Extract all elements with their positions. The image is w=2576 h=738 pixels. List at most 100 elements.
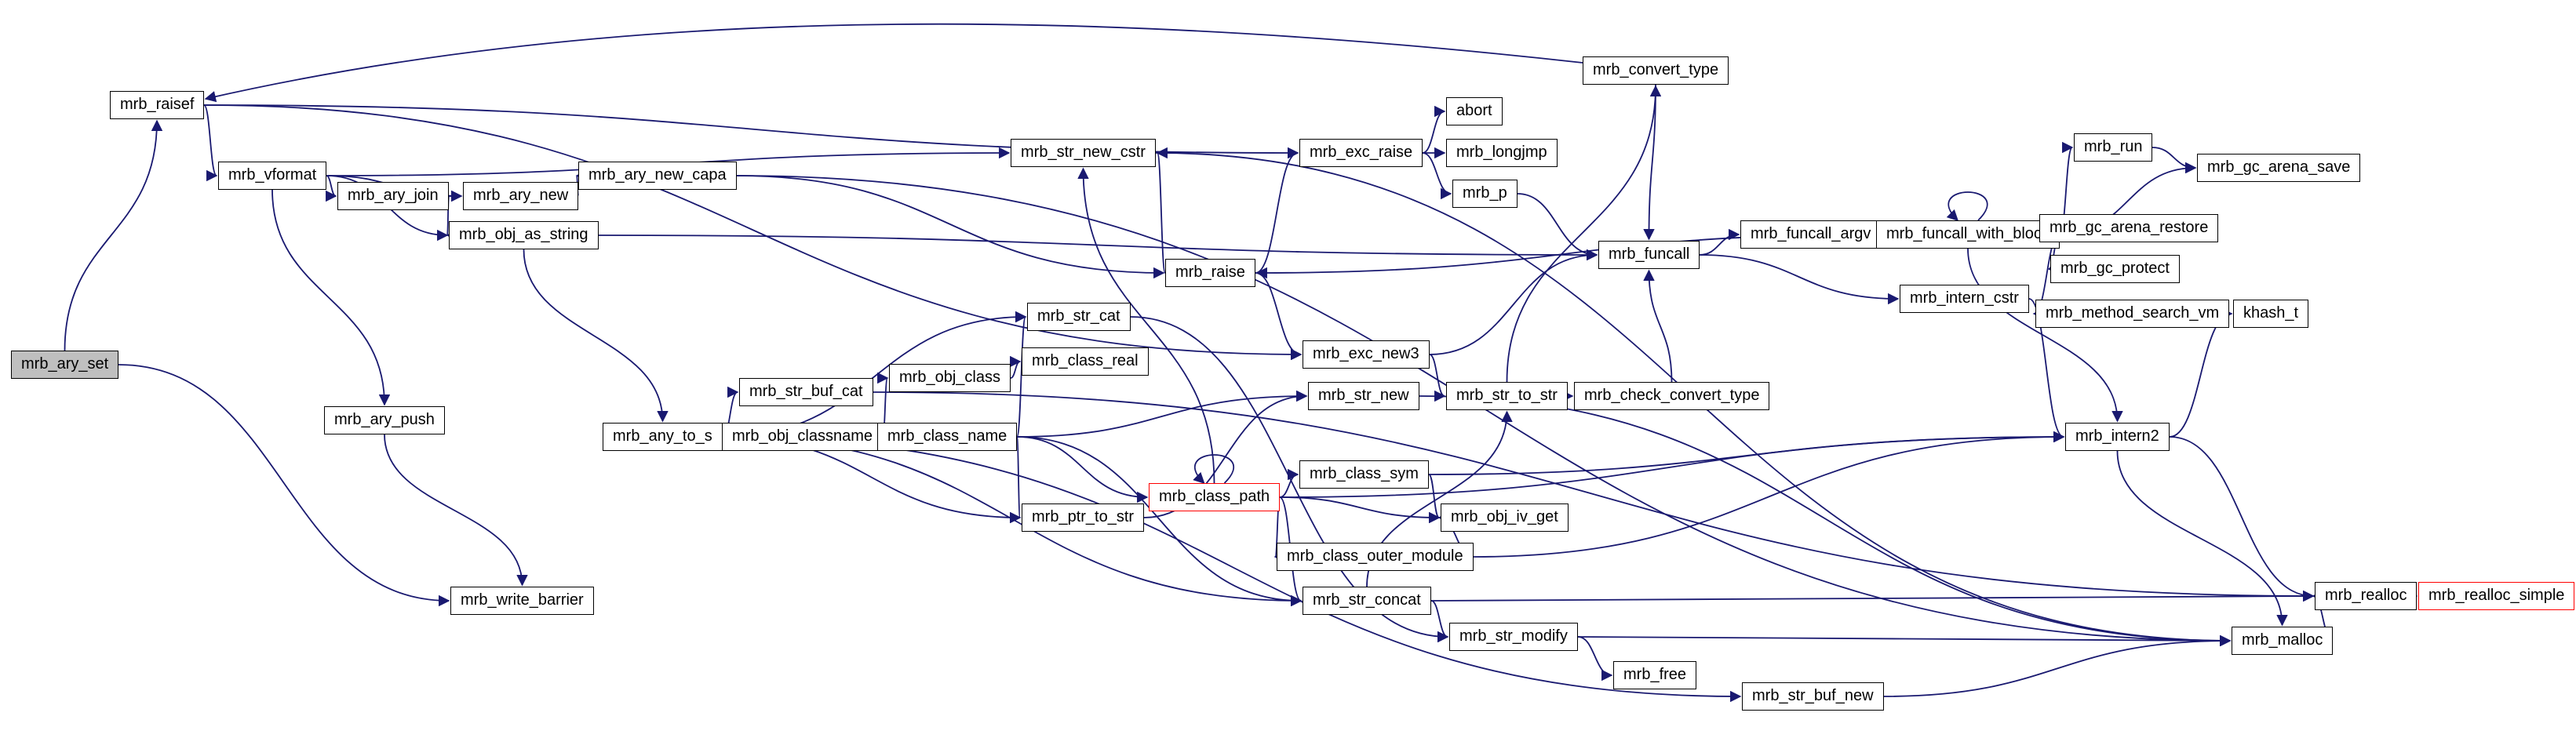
- edge-mrb_funcall-to-mrb_intern_cstr: [1699, 254, 1900, 305]
- edge-mrb_ary_set-to-mrb_write_barrier: [118, 364, 450, 607]
- node-mrb_ary_new_capa[interactable]: mrb_ary_new_capa: [578, 162, 737, 190]
- edge-mrb_ary_new_capa-to-mrb_raise: [736, 175, 1165, 279]
- edge-mrb_class_sym-to-mrb_intern2: [1428, 431, 2065, 475]
- node-mrb_realloc_simple[interactable]: mrb_realloc_simple: [2418, 582, 2575, 610]
- edge-mrb_convert_type-to-mrb_raisef: [204, 23, 1583, 103]
- node-mrb_method_search_vm[interactable]: mrb_method_search_vm: [2035, 300, 2230, 328]
- node-mrb_free[interactable]: mrb_free: [1613, 661, 1697, 689]
- edge-mrb_class_path-to-mrb_class_path: [1193, 454, 1235, 485]
- edge-mrb_exc_raise-to-mrb_p: [1422, 152, 1452, 200]
- node-mrb_class_name[interactable]: mrb_class_name: [877, 423, 1018, 451]
- edge-mrb_raise-to-mrb_exc_new3: [1255, 272, 1303, 361]
- edge-mrb_obj_class-to-mrb_class_real: [1010, 355, 1022, 379]
- node-mrb_str_modify[interactable]: mrb_str_modify: [1449, 623, 1578, 651]
- node-mrb_raise[interactable]: mrb_raise: [1165, 259, 1255, 287]
- edge-mrb_obj_as_string-to-mrb_any_to_s: [523, 249, 669, 423]
- node-mrb_funcall_argv[interactable]: mrb_funcall_argv: [1740, 220, 1882, 249]
- edge-mrb_exc_new3-to-mrb_str_to_str: [1429, 354, 1446, 402]
- edge-mrb_str_modify-to-mrb_malloc: [1577, 634, 2232, 647]
- node-mrb_run[interactable]: mrb_run: [2074, 133, 2153, 162]
- node-mrb_obj_classname[interactable]: mrb_obj_classname: [722, 423, 883, 451]
- node-mrb_intern_cstr[interactable]: mrb_intern_cstr: [1900, 285, 2029, 313]
- edge-mrb_funcall_with_block-to-mrb_funcall_with_block: [1946, 191, 1988, 222]
- node-mrb_str_cat[interactable]: mrb_str_cat: [1027, 303, 1131, 331]
- edge-mrb_str_buf_new-to-mrb_malloc: [1883, 634, 2232, 697]
- edge-mrb_class_name-to-mrb_str_concat: [1016, 436, 1303, 607]
- edge-mrb_exc_raise-to-abort: [1422, 105, 1446, 154]
- node-mrb_write_barrier[interactable]: mrb_write_barrier: [450, 587, 594, 615]
- node-mrb_ary_new[interactable]: mrb_ary_new: [463, 182, 579, 210]
- edge-mrb_funcall_with_block-to-mrb_intern2: [1967, 248, 2123, 423]
- edge-mrb_intern_cstr-to-mrb_intern2: [2028, 298, 2065, 443]
- node-khash_t[interactable]: khash_t: [2233, 300, 2309, 328]
- node-mrb_str_buf_new[interactable]: mrb_str_buf_new: [1742, 682, 1884, 711]
- edge-mrb_any_to_s-to-mrb_str_buf_new: [722, 436, 1742, 703]
- node-mrb_gc_arena_save[interactable]: mrb_gc_arena_save: [2197, 154, 2361, 182]
- edge-mrb_class_name-to-mrb_ptr_to_str: [1009, 436, 1022, 523]
- node-mrb_ary_join[interactable]: mrb_ary_join: [337, 182, 449, 210]
- node-mrb_class_outer_module[interactable]: mrb_class_outer_module: [1277, 543, 1474, 571]
- node-mrb_check_convert_type[interactable]: mrb_check_convert_type: [1574, 382, 1770, 410]
- node-mrb_class_real[interactable]: mrb_class_real: [1022, 347, 1149, 376]
- node-mrb_gc_protect[interactable]: mrb_gc_protect: [2050, 255, 2180, 283]
- node-mrb_ptr_to_str[interactable]: mrb_ptr_to_str: [1022, 504, 1145, 532]
- node-mrb_intern2[interactable]: mrb_intern2: [2065, 423, 2170, 451]
- edge-mrb_run-to-mrb_gc_arena_save: [2152, 147, 2197, 174]
- node-mrb_vformat[interactable]: mrb_vformat: [218, 162, 327, 190]
- node-mrb_realloc[interactable]: mrb_realloc: [2315, 582, 2418, 610]
- node-mrb_funcall[interactable]: mrb_funcall: [1598, 241, 1700, 269]
- edge-mrb_class_name-to-mrb_class_path: [1016, 436, 1149, 504]
- edge-mrb_ary_push-to-mrb_write_barrier: [384, 434, 528, 587]
- edge-mrb_intern2-to-khash_t: [2169, 307, 2233, 438]
- edge-mrb_raise-to-mrb_str_new_cstr: [1156, 147, 1168, 274]
- edge-mrb_str_concat-to-mrb_str_modify: [1430, 600, 1449, 643]
- edge-mrb_class_path-to-mrb_obj_iv_get: [1279, 496, 1441, 524]
- edge-mrb_any_to_s-to-mrb_str_concat: [722, 436, 1303, 607]
- node-mrb_exc_new3[interactable]: mrb_exc_new3: [1303, 340, 1430, 369]
- node-mrb_class_sym[interactable]: mrb_class_sym: [1299, 460, 1429, 489]
- edge-mrb_str_modify-to-mrb_free: [1577, 636, 1613, 682]
- edge-mrb_str_to_str-to-mrb_convert_type: [1506, 85, 1662, 383]
- node-mrb_p[interactable]: mrb_p: [1452, 180, 1518, 208]
- node-mrb_funcall_with_block[interactable]: mrb_funcall_with_block: [1876, 220, 2060, 249]
- node-mrb_class_path[interactable]: mrb_class_path: [1149, 483, 1281, 511]
- edge-mrb_obj_as_string-to-mrb_funcall: [598, 234, 1598, 261]
- edge-mrb_class_sym-to-mrb_obj_iv_get: [1428, 474, 1441, 524]
- edge-mrb_vformat-to-mrb_ary_push: [271, 189, 391, 406]
- node-mrb_obj_as_string[interactable]: mrb_obj_as_string: [449, 221, 599, 249]
- edge-mrb_str_buf_cat-to-mrb_realloc: [873, 391, 2315, 602]
- node-mrb_str_buf_cat[interactable]: mrb_str_buf_cat: [739, 378, 873, 406]
- node-mrb_str_concat[interactable]: mrb_str_concat: [1303, 587, 1431, 615]
- node-mrb_gc_arena_restore[interactable]: mrb_gc_arena_restore: [2039, 214, 2219, 242]
- edge-mrb_class_name-to-mrb_str_cat: [1015, 311, 1027, 438]
- edge-mrb_str_concat-to-mrb_realloc: [1430, 590, 2315, 602]
- edge-mrb_class_path-to-mrb_str_new_cstr: [1077, 167, 1215, 484]
- node-mrb_ary_push[interactable]: mrb_ary_push: [324, 406, 445, 434]
- edge-mrb_ary_join-to-mrb_obj_as_string: [446, 195, 458, 241]
- edge-mrb_exc_new3-to-mrb_funcall: [1429, 249, 1598, 355]
- node-mrb_str_to_str[interactable]: mrb_str_to_str: [1446, 382, 1568, 410]
- edge-mrb_str_new-to-mrb_malloc: [1419, 395, 2232, 647]
- node-mrb_longjmp[interactable]: mrb_longjmp: [1446, 139, 1558, 167]
- node-mrb_raisef[interactable]: mrb_raisef: [110, 91, 205, 119]
- node-abort[interactable]: abort: [1446, 97, 1503, 125]
- edge-mrb_p-to-mrb_funcall: [1517, 193, 1598, 261]
- node-mrb_str_new_cstr[interactable]: mrb_str_new_cstr: [1011, 139, 1156, 167]
- node-mrb_str_new[interactable]: mrb_str_new: [1308, 382, 1419, 410]
- node-mrb_exc_raise[interactable]: mrb_exc_raise: [1299, 139, 1423, 167]
- edge-mrb_vformat-to-mrb_ary_join: [326, 175, 337, 202]
- node-mrb_obj_iv_get[interactable]: mrb_obj_iv_get: [1441, 504, 1569, 532]
- node-mrb_obj_class[interactable]: mrb_obj_class: [889, 364, 1011, 392]
- edge-mrb_check_convert_type-to-mrb_funcall: [1643, 269, 1673, 383]
- edge-mrb_intern2-to-mrb_malloc: [2116, 450, 2288, 627]
- node-mrb_ary_set[interactable]: mrb_ary_set: [11, 351, 119, 379]
- edge-mrb_raisef-to-mrb_vformat: [203, 104, 218, 182]
- edge-mrb_class_name-to-mrb_str_new: [1016, 390, 1308, 438]
- node-mrb_any_to_s[interactable]: mrb_any_to_s: [603, 423, 723, 451]
- edge-mrb_intern2-to-mrb_realloc: [2169, 436, 2315, 602]
- node-mrb_convert_type[interactable]: mrb_convert_type: [1583, 56, 1729, 85]
- edge-mrb_class_outer_module-to-mrb_intern2: [1473, 431, 2065, 558]
- node-mrb_malloc[interactable]: mrb_malloc: [2232, 627, 2334, 655]
